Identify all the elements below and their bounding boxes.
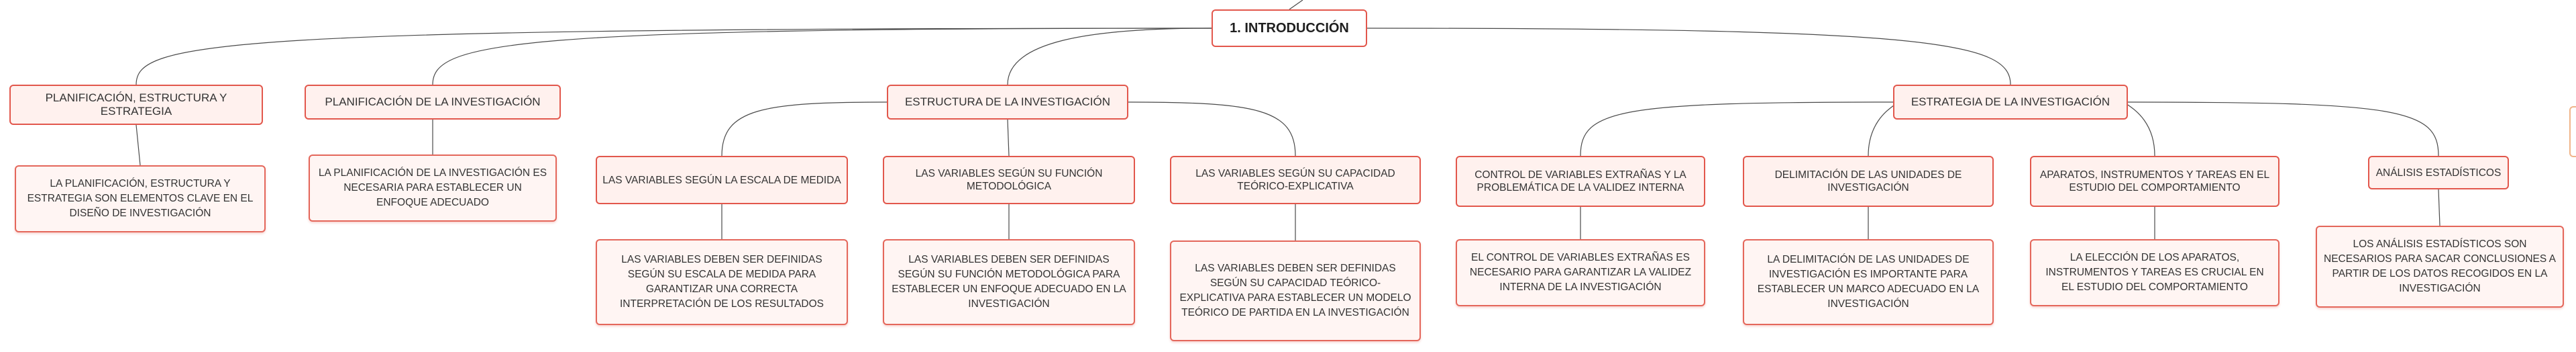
root-node-introduccion[interactable]: 1. INTRODUCCIÓN [1212, 9, 1367, 47]
connector-estructura-0 [721, 101, 888, 157]
leaf-delimitacion-unidades[interactable]: LA DELIMITACIÓN DE LAS UNIDADES DE INVES… [1743, 239, 1994, 325]
topic-analisis-estadisticos[interactable]: ANÁLISIS ESTADÍSTICOS [2368, 156, 2509, 189]
leaf-aparatos-instrumentos-tareas[interactable]: LA ELECCIÓN DE LOS APARATOS, INSTRUMENTO… [2030, 239, 2279, 306]
branch-estrategia-investigacion[interactable]: ESTRATEGIA DE LA INVESTIGACIÓN [1893, 85, 2128, 120]
leaf-planificacion-investigacion[interactable]: LA PLANIFICACIÓN DE LA INVESTIGACIÓN ES … [309, 155, 557, 222]
topic-variables-capacidad-teorico-explicativa[interactable]: LAS VARIABLES SEGÚN SU CAPACIDAD TEÓRICO… [1170, 156, 1421, 204]
leaf-variables-escala-medida[interactable]: LAS VARIABLES DEBEN SER DEFINIDAS SEGÚN … [596, 239, 848, 325]
topic-control-variables-extranas[interactable]: CONTROL DE VARIABLES EXTRAÑAS Y LA PROBL… [1456, 156, 1705, 207]
offscreen-node-edge [2569, 106, 2576, 157]
connector-root-top [1289, 0, 1303, 10]
connector-estructura-1 [1007, 119, 1010, 157]
leaf-variables-capacidad-teorico-explicativa[interactable]: LAS VARIABLES DEBEN SER DEFINIDAS SEGÚN … [1170, 240, 1421, 341]
topic-aparatos-instrumentos-tareas[interactable]: APARATOS, INSTRUMENTOS Y TAREAS EN EL ES… [2030, 156, 2279, 207]
branch-planificacion-estructura-estrategia[interactable]: PLANIFICACIÓN, ESTRUCTURA Y ESTRATEGIA [9, 85, 263, 125]
connector-estrategia-3 [2127, 101, 2439, 157]
topic-variables-funcion-metodologica[interactable]: LAS VARIABLES SEGÚN SU FUNCIÓN METODOLÓG… [883, 156, 1135, 204]
connector-root-branch-1 [432, 28, 1212, 85]
connector-vertical-0 [136, 124, 141, 166]
connector-root-branch-2 [1007, 28, 1212, 85]
connector-estructura-2 [1128, 101, 1296, 157]
connector-root-branch-0 [136, 28, 1212, 85]
connector-root-branch-3 [1366, 28, 2011, 85]
connector-estrategia-2 [2125, 101, 2155, 157]
leaf-analisis-estadisticos[interactable]: LOS ANÁLISIS ESTADÍSTICOS SON NECESARIOS… [2316, 226, 2564, 308]
connector-estrategia-0 [1580, 101, 1894, 157]
branch-estructura-investigacion[interactable]: ESTRUCTURA DE LA INVESTIGACIÓN [887, 85, 1128, 120]
branch-planificacion-investigacion[interactable]: PLANIFICACIÓN DE LA INVESTIGACIÓN [305, 85, 561, 120]
connector-vertical-8 [2438, 189, 2440, 226]
leaf-variables-funcion-metodologica[interactable]: LAS VARIABLES DEBEN SER DEFINIDAS SEGÚN … [883, 239, 1135, 325]
topic-variables-escala-medida[interactable]: LAS VARIABLES SEGÚN LA ESCALA DE MEDIDA [596, 156, 848, 204]
leaf-control-variables-extranas[interactable]: EL CONTROL DE VARIABLES EXTRAÑAS ES NECE… [1456, 239, 1705, 306]
connector-estrategia-1 [1868, 101, 1897, 157]
leaf-planificacion-estructura-estrategia[interactable]: LA PLANIFICACIÓN, ESTRUCTURA Y ESTRATEGI… [15, 165, 266, 232]
topic-delimitacion-unidades[interactable]: DELIMITACIÓN DE LAS UNIDADES DE INVESTIG… [1743, 156, 1994, 207]
